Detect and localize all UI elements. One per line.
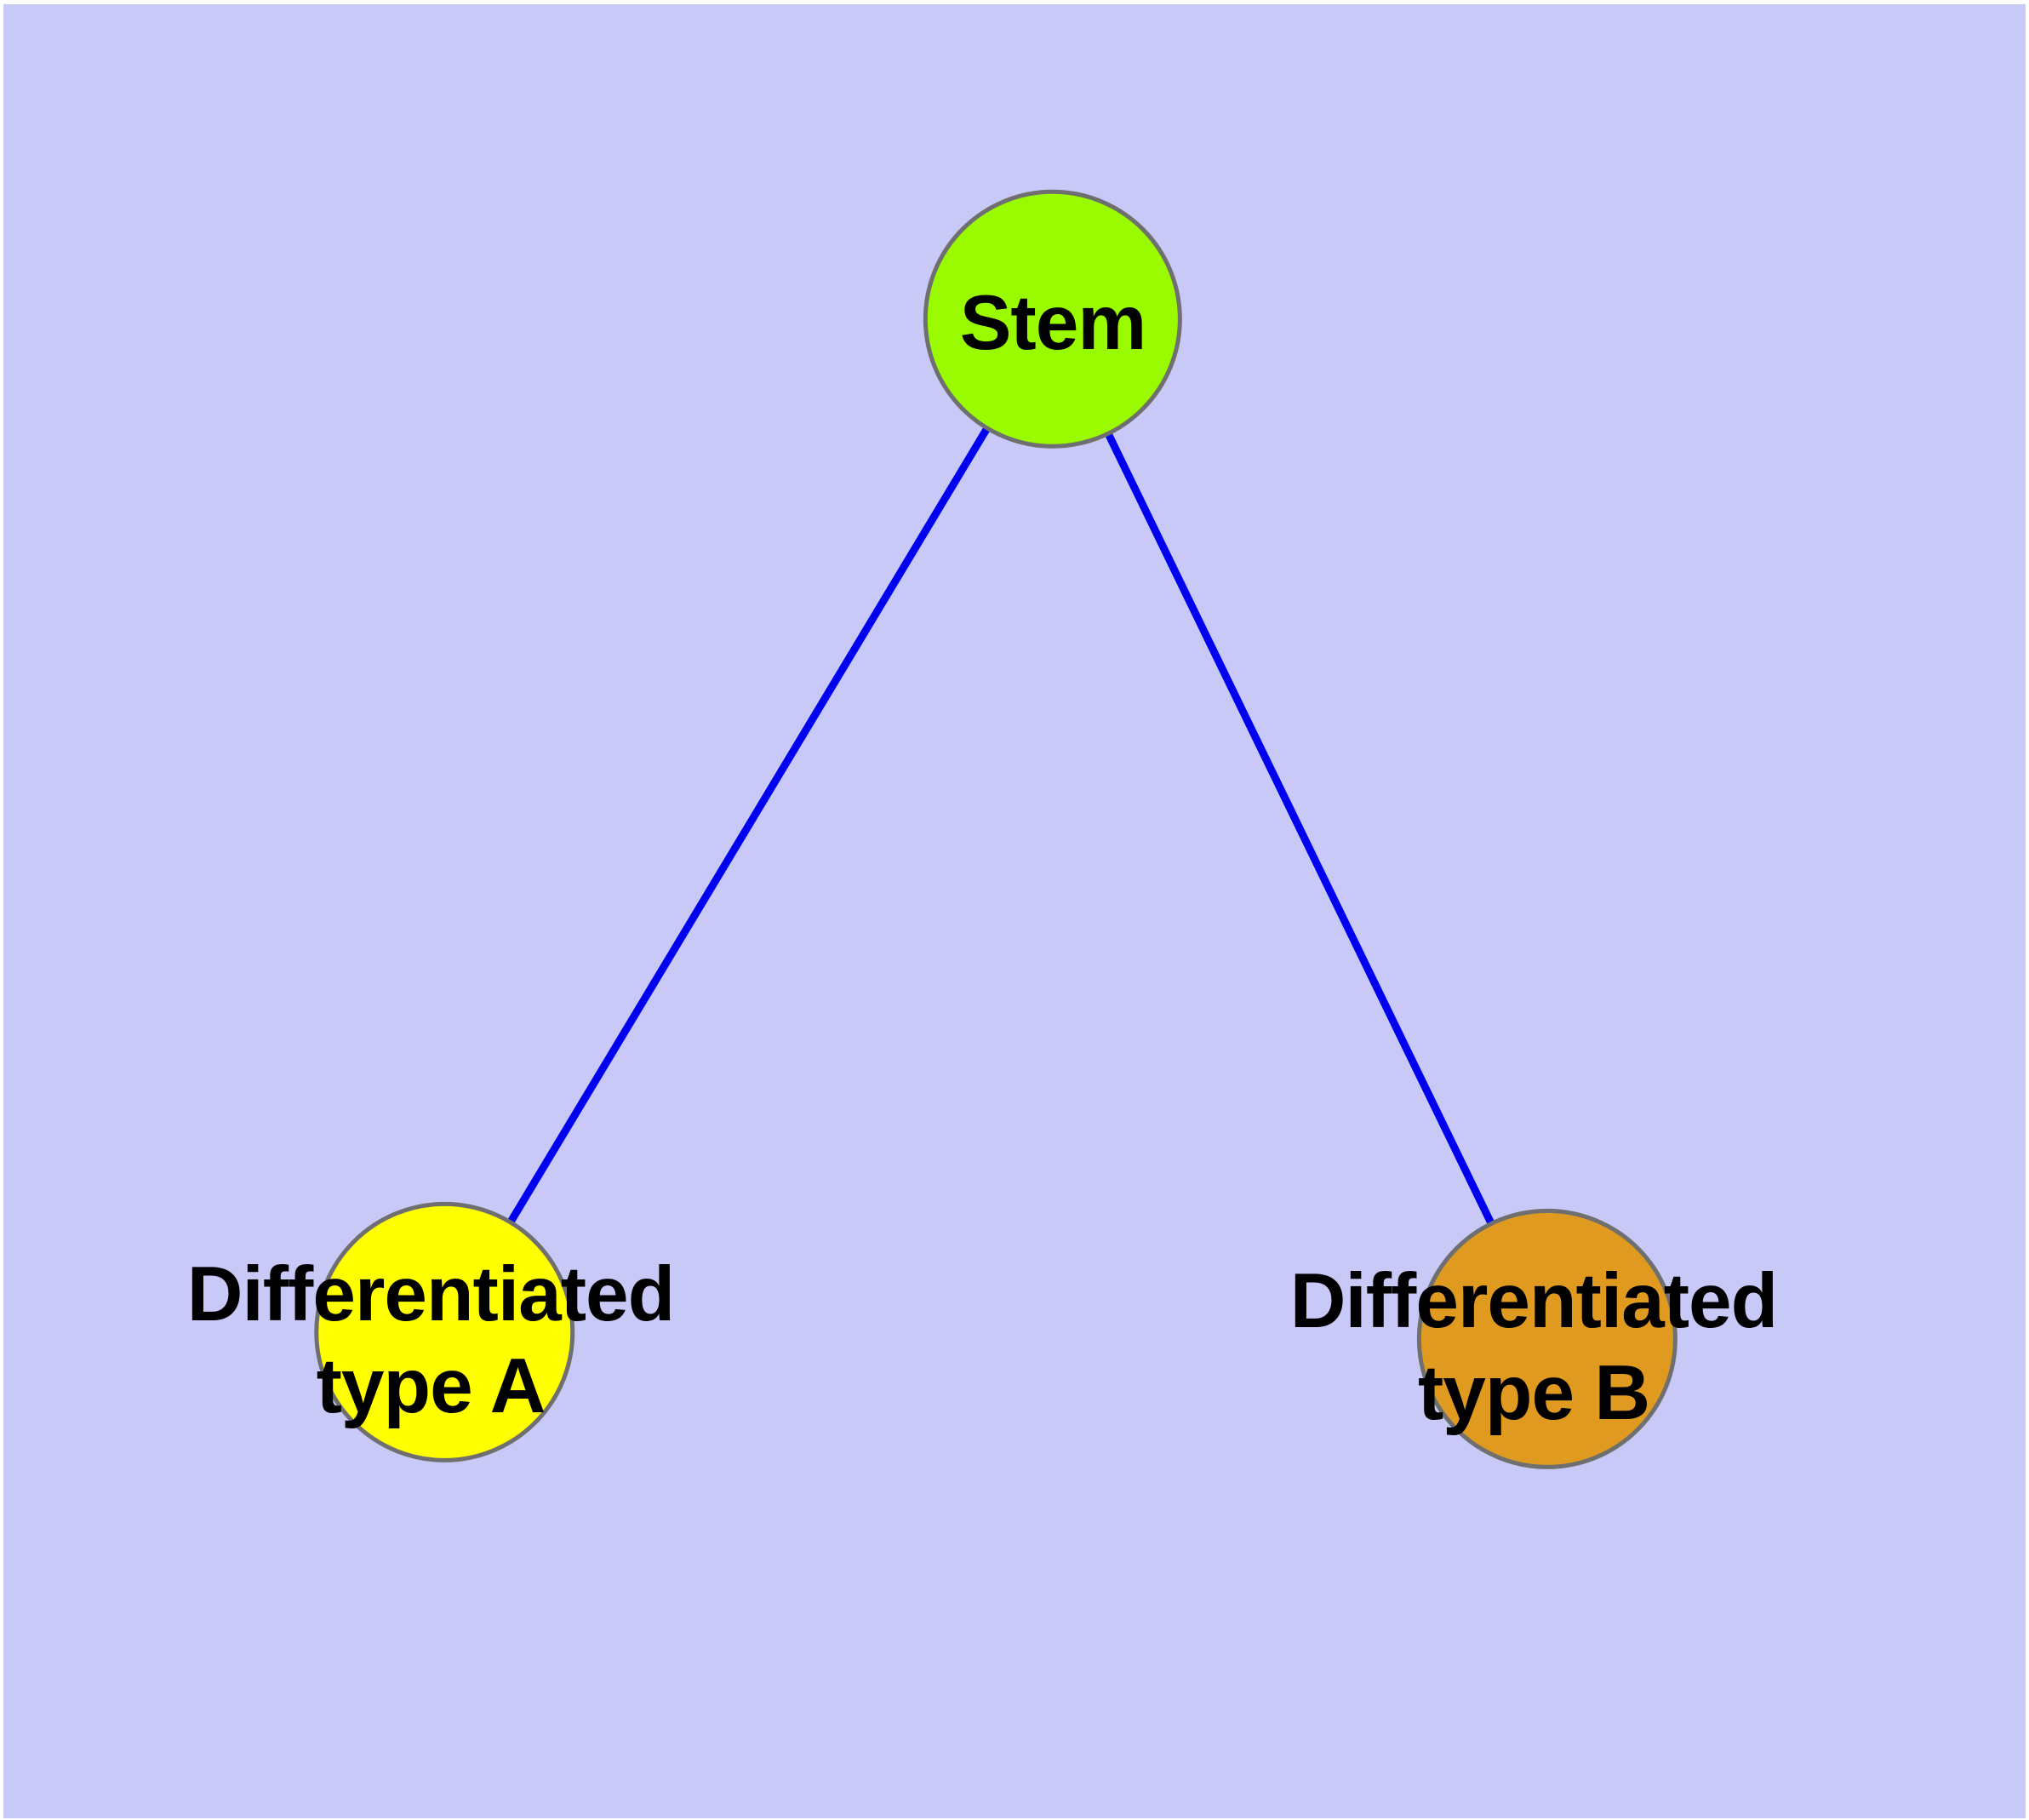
node-differentiated-type-a	[314, 1201, 575, 1462]
graph-svg	[314, 189, 1677, 1469]
diagram-canvas: Stem Differentiated type A Differentiate…	[3, 4, 2026, 1818]
node-stem	[923, 189, 1182, 449]
edge-stem-to-type-a	[441, 317, 1056, 1335]
node-differentiated-type-b	[1416, 1208, 1677, 1469]
node-stem-label: Stem	[959, 280, 1147, 366]
node-differentiated-type-b-label: Differentiated type B	[1289, 1258, 1779, 1436]
edge-stem-to-type-b	[1049, 317, 1551, 1341]
node-differentiated-type-a-label: Differentiated type A	[186, 1251, 676, 1429]
